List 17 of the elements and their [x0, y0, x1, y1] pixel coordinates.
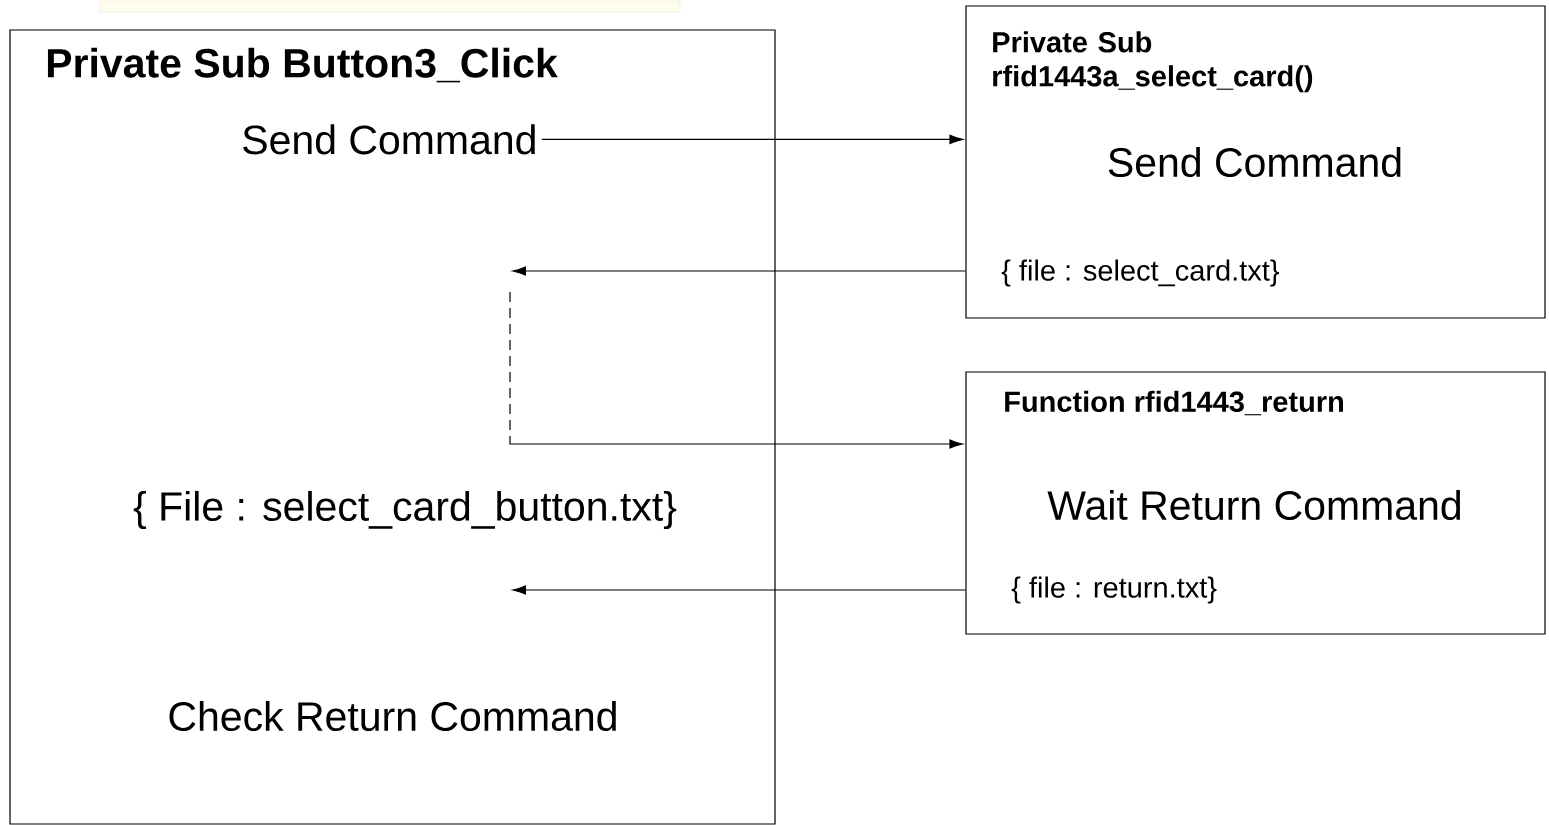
file-note: { file : return.txt} [1011, 576, 1217, 604]
arrow [509, 291, 964, 449]
file-note: { File : select_card_button.txt} [133, 490, 677, 530]
code-box [9, 29, 776, 825]
arrow [512, 266, 966, 276]
function-heading: Private Sub rfid1443a_select_card() [993, 31, 1313, 93]
step-text: Send Command [243, 124, 535, 155]
step-text: Check Return Command [169, 700, 616, 732]
code-box [965, 5, 1546, 319]
step-text: Wait Return Command [1047, 489, 1460, 521]
step-text: Send Command [1108, 146, 1401, 178]
code-box [965, 371, 1546, 635]
file-note: { file : select_card.txt} [1001, 259, 1279, 287]
function-heading: Private Sub Button3_Click [47, 47, 558, 83]
arrow [541, 134, 964, 145]
function-heading: Function rfid1443_return [1005, 390, 1343, 416]
arrow [512, 585, 966, 595]
